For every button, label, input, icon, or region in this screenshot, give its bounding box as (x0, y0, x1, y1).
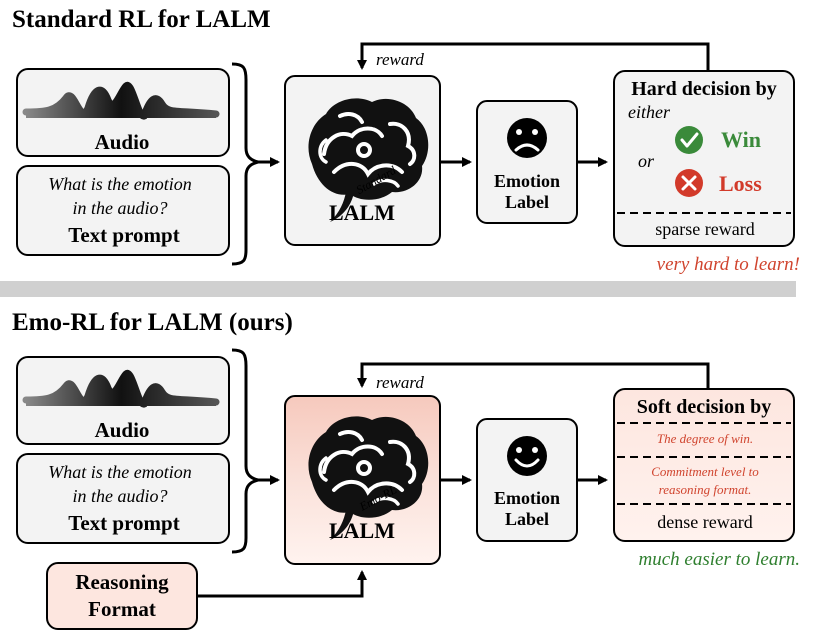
dense-reward-label: dense reward (657, 512, 752, 532)
question-line-2: in the audio? (73, 198, 168, 218)
sparse-reward-label: sparse reward (655, 219, 754, 239)
text-prompt-panel-emo (16, 453, 230, 544)
hard-decision-box (613, 70, 795, 247)
text-prompt-label: Text prompt (68, 223, 179, 247)
input-brace (231, 62, 259, 266)
or-label: or (638, 151, 655, 171)
question-line-1-emo: What is the emotion (48, 462, 191, 482)
loss-label: Loss (719, 171, 762, 196)
soft-note: much easier to learn. (639, 549, 800, 570)
emotion-line-1: Emotion (494, 171, 560, 191)
text-prompt-panel (16, 165, 230, 256)
either-label: either (628, 102, 671, 122)
reasoning-format-line-2: Format (88, 597, 156, 621)
hard-note: very hard to learn! (657, 254, 800, 275)
emotion-line-2-emo: Label (505, 509, 549, 529)
reward-label-emo: reward (376, 373, 424, 392)
text-prompt-label-emo: Text prompt (68, 511, 179, 535)
soft-decision-title: Soft decision by (637, 396, 771, 418)
reward-label: reward (376, 50, 424, 69)
emotion-line-2: Label (505, 192, 549, 212)
reasoning-format-line-1: Reasoning (75, 570, 169, 594)
input-brace-emo (231, 348, 259, 554)
section-divider (0, 281, 796, 297)
reward-feedback-arrow-emo (357, 362, 710, 389)
audio-label-emo: Audio (95, 418, 150, 442)
standard-title: Standard RL for LALM (12, 6, 271, 33)
lalm-label-emo: LALM (329, 518, 395, 543)
question-line-1: What is the emotion (48, 174, 191, 194)
emo-title: Emo-RL for LALM (ours) (12, 309, 293, 336)
hard-decision-title: Hard decision by (631, 78, 777, 100)
soft-item-2-line-1: Commitment level to (651, 464, 759, 479)
lalm-label: LALM (329, 200, 395, 225)
question-line-2-emo: in the audio? (73, 486, 168, 506)
happy-face-icon (507, 436, 547, 476)
audio-label: Audio (95, 130, 150, 154)
soft-item-2-line-2: reasoning format. (659, 482, 752, 497)
soft-item-1: The degree of win. (657, 431, 753, 446)
arrow-format-to-lalm (197, 570, 367, 598)
emotion-line-1-emo: Emotion (494, 488, 560, 508)
sad-face-icon (507, 118, 547, 158)
check-circle-icon (675, 126, 703, 154)
reward-feedback-arrow (357, 42, 710, 71)
win-label: Win (721, 127, 761, 152)
x-circle-icon (675, 169, 703, 197)
